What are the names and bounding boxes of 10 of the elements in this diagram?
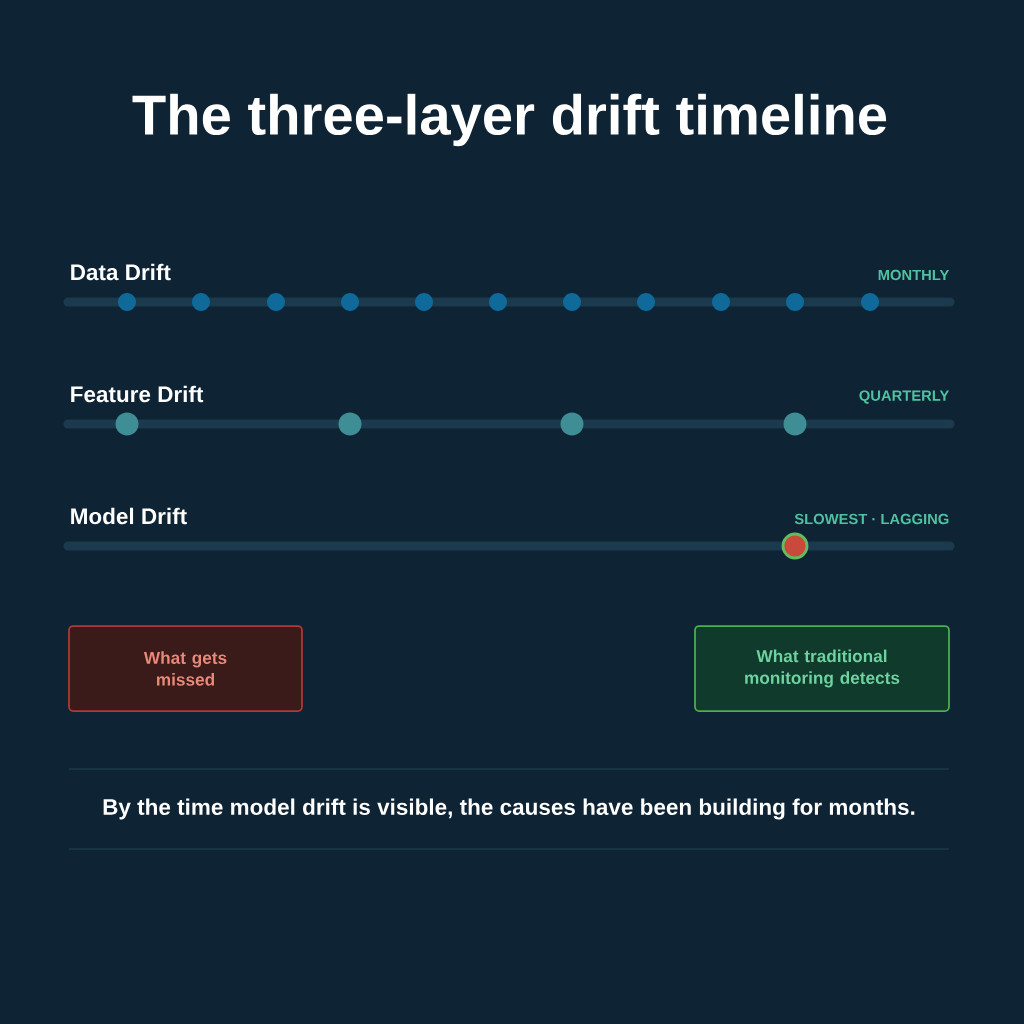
label-box: What traditional monitoring detects [694, 625, 950, 712]
track-label: Model Drift [71, 507, 187, 525]
frequency-label: SLOWEST · LAGGING [794, 513, 949, 525]
label-box: What gets missed [68, 625, 303, 712]
title: The three-layer drift timeline [132, 93, 887, 147]
frequency-label: MONTHLY [878, 269, 950, 281]
track-label: Data Drift [71, 263, 171, 281]
caption: By the time model drift is visible, the causes have been building for months. [103, 798, 915, 820]
frequency-label: QUARTERLY [859, 390, 950, 404]
track-label: Feature Drift [71, 385, 204, 403]
